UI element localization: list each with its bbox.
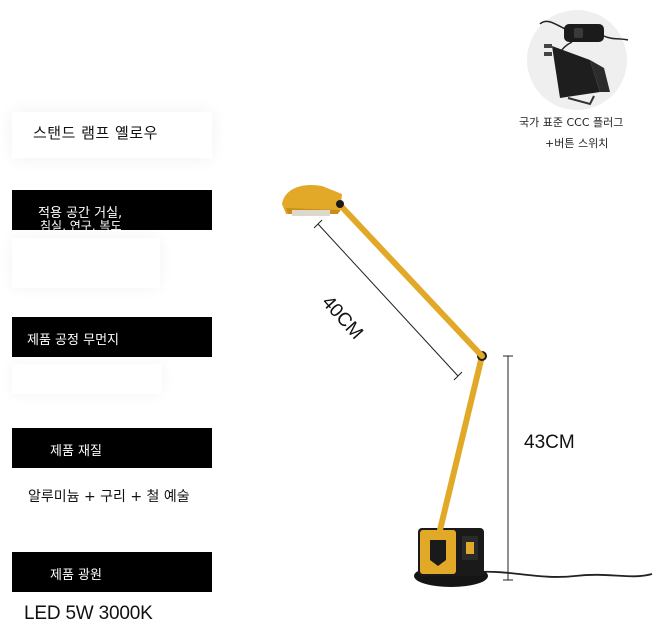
product-title: 스탠드 램프 옐로우	[33, 124, 158, 142]
lamp-upper-arm	[337, 202, 485, 359]
spec-bar-material: 제품 재질	[12, 428, 212, 468]
power-cable	[477, 570, 653, 578]
height-dimension-line	[503, 355, 513, 581]
spec-value-light-source: LED 5W 3000K	[24, 603, 153, 624]
title-card	[12, 112, 212, 158]
height-label: 43CM	[524, 432, 575, 453]
spec-label-space-overflow-clip: 침실, 연구, 복도	[40, 220, 190, 230]
plug-caption-line1: 국가 표준 CCC 플러그	[519, 116, 624, 129]
lamp-lower-arm	[437, 353, 485, 533]
spec-label-light-source: 제품 광원	[50, 568, 102, 583]
lamp-head	[282, 184, 344, 216]
spec-value-blank-space	[12, 238, 160, 288]
arm-dimension-line	[313, 219, 463, 381]
spec-label-space: 적용 공간 거실,	[38, 206, 123, 221]
spec-label-space-overflow: 침실, 연구, 복도	[40, 220, 122, 230]
plug-caption-line2: +버튼 스위치	[545, 137, 609, 150]
spec-value-material: 알루미늄 + 구리 + 철 예술	[28, 489, 190, 505]
spec-bar-light-source: 제품 광원	[12, 552, 212, 592]
plug-adapter-icon	[544, 41, 610, 106]
rocker-switch-icon	[539, 20, 629, 42]
spec-label-process: 제품 공정 무먼지	[27, 333, 119, 348]
spec-bar-space: 적용 공간 거실, 침실, 연구, 복도	[12, 190, 212, 230]
spec-bar-process: 제품 공정 무먼지	[12, 317, 212, 357]
spec-value-blank-process	[12, 364, 162, 394]
spec-label-material: 제품 재질	[50, 444, 102, 459]
